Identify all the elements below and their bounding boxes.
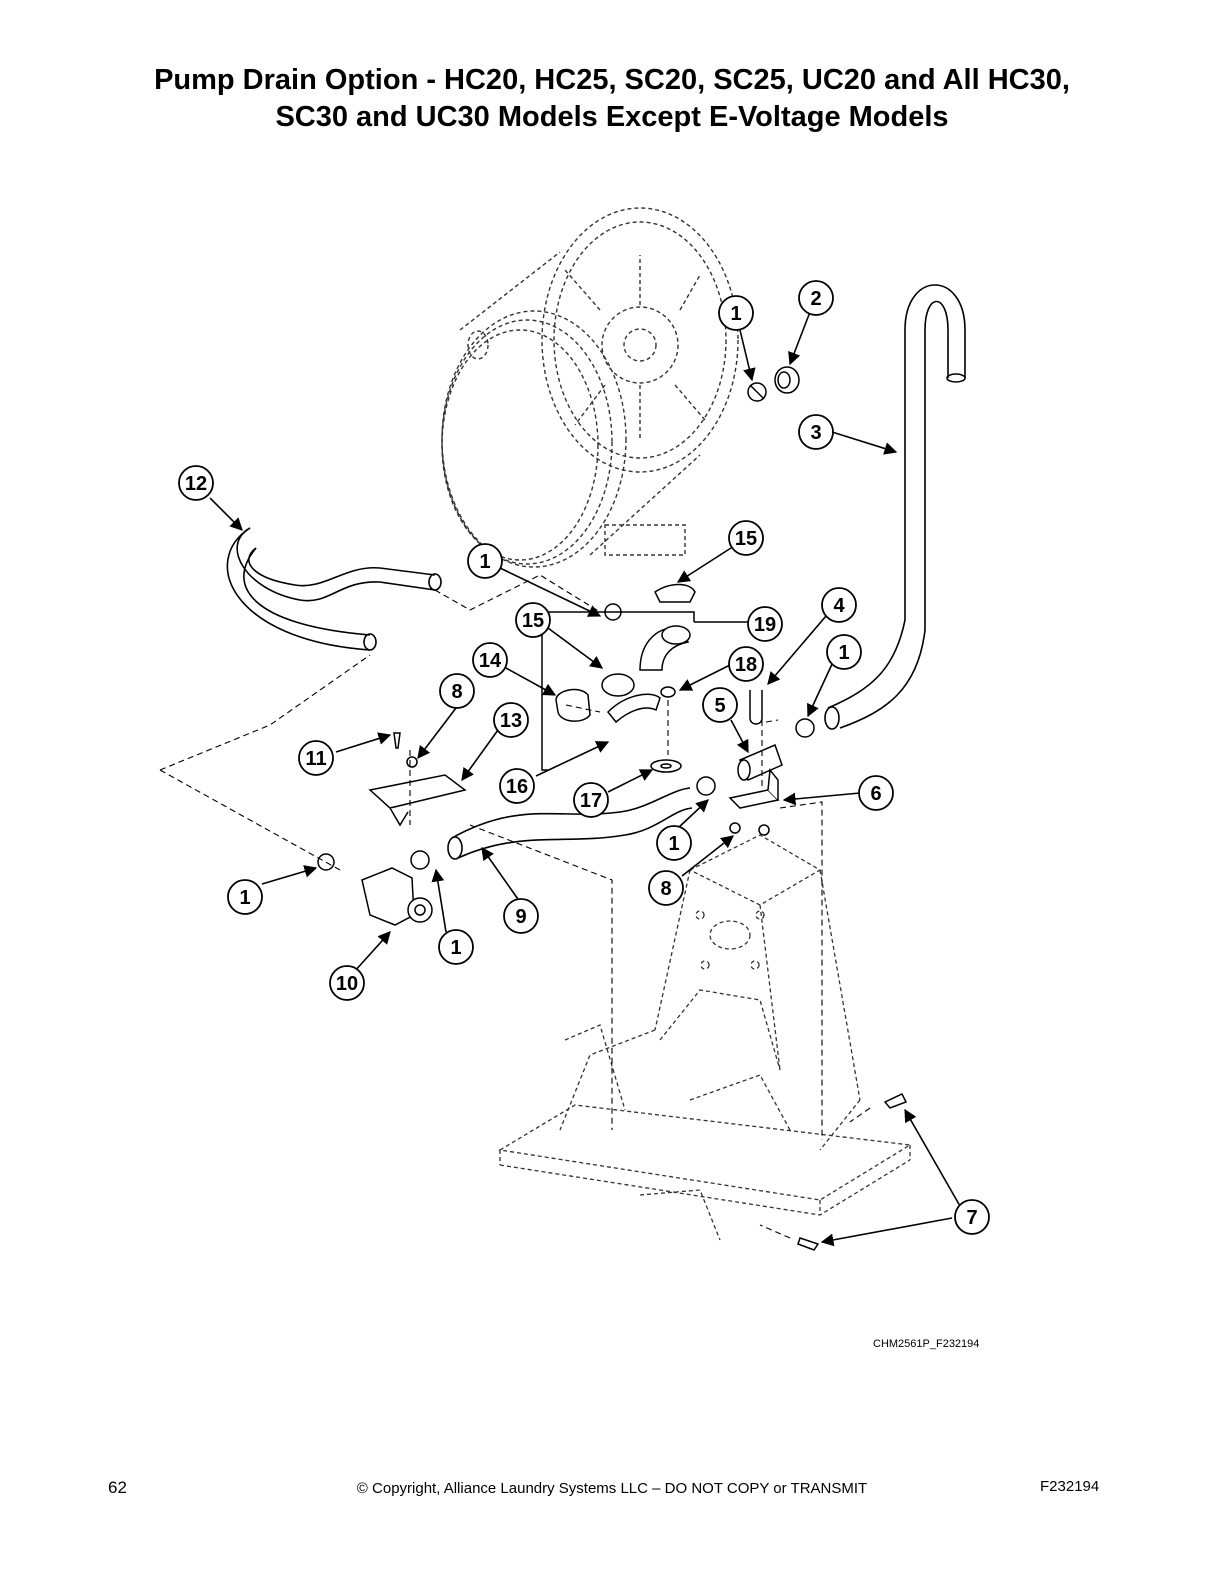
- svg-text:2: 2: [810, 288, 821, 310]
- clamp-part-15: [601, 673, 635, 697]
- callout-19: 19: [747, 606, 783, 642]
- callout-10: 10: [329, 965, 365, 1001]
- elbow-part-19: [639, 625, 691, 671]
- pump-part-10: [361, 867, 433, 926]
- svg-text:18: 18: [735, 654, 757, 676]
- callout-1: 1: [656, 825, 692, 861]
- callout-8: 8: [648, 870, 684, 906]
- svg-text:10: 10: [336, 973, 358, 995]
- callout-14: 14: [472, 642, 508, 678]
- callout-1: 1: [438, 929, 474, 965]
- callout-1: 1: [826, 634, 862, 670]
- title-line-1: Pump Drain Option - HC20, HC25, SC20, SC…: [154, 64, 1070, 96]
- bracket-part-13: [368, 774, 467, 827]
- callout-6: 6: [858, 775, 894, 811]
- svg-text:15: 15: [522, 610, 544, 632]
- svg-text:1: 1: [239, 887, 250, 909]
- svg-text:4: 4: [833, 595, 845, 617]
- callout-bubbles: 1 2 3 12 15 1 19 4 15 1 14 18 8 13 5 11 …: [178, 280, 990, 1235]
- ubolt-part-4: [749, 690, 763, 725]
- svg-text:7: 7: [966, 1207, 977, 1229]
- bracket-part-6: [728, 768, 780, 809]
- footer-page-number: 62: [108, 1478, 127, 1497]
- svg-text:1: 1: [838, 642, 849, 664]
- svg-text:1: 1: [730, 303, 741, 325]
- hose-12: [226, 527, 442, 651]
- callout-17: 17: [573, 782, 609, 818]
- svg-text:19: 19: [754, 614, 776, 636]
- svg-text:5: 5: [714, 695, 725, 717]
- callout-3: 3: [798, 414, 834, 450]
- svg-text:13: 13: [500, 710, 522, 732]
- svg-text:8: 8: [451, 681, 462, 703]
- svg-text:15: 15: [735, 528, 757, 550]
- svg-text:9: 9: [515, 906, 526, 928]
- grommet-part-18: [660, 686, 676, 698]
- screw-part-7-b: [797, 1237, 820, 1251]
- svg-text:17: 17: [580, 790, 602, 812]
- svg-text:3: 3: [810, 422, 821, 444]
- clamp-part-15-top: [654, 583, 696, 603]
- callout-1: 1: [467, 543, 503, 579]
- screw-part-11: [393, 732, 401, 749]
- tube-part-16: [606, 693, 661, 724]
- callout-12: 12: [178, 465, 214, 501]
- callout-9: 9: [503, 898, 539, 934]
- coupling-part-5: [737, 743, 783, 781]
- callout-13: 13: [493, 702, 529, 738]
- callout-2: 2: [798, 280, 834, 316]
- callout-16: 16: [499, 768, 535, 804]
- callout-1: 1: [227, 879, 263, 915]
- figure-id: CHM2561P_F232194: [873, 1338, 980, 1350]
- parts: [317, 366, 908, 1251]
- svg-text:1: 1: [450, 937, 461, 959]
- hose-3: [824, 284, 966, 730]
- clamp-part-1-mid: [696, 776, 716, 796]
- callout-1: 1: [718, 295, 754, 331]
- screw-part-7-a: [883, 1093, 908, 1109]
- title-line-2: SC30 and UC30 Models Except E-Voltage Mo…: [275, 101, 949, 133]
- svg-text:11: 11: [305, 748, 326, 770]
- clamp-part-1-right: [795, 718, 815, 738]
- clamp-part-1-pump-a: [317, 853, 335, 871]
- base-frame: [498, 834, 912, 1241]
- callout-15: 15: [515, 602, 551, 638]
- cap-part-14: [555, 688, 591, 722]
- callout-5: 5: [702, 687, 738, 723]
- clamp-part: [747, 382, 767, 402]
- footer-doc-code: F232194: [1040, 1478, 1100, 1495]
- callout-8: 8: [439, 673, 475, 709]
- leader-lines: [209, 311, 961, 1247]
- callout-15: 15: [728, 520, 764, 556]
- callout-11: 11: [298, 740, 334, 776]
- callout-7: 7: [954, 1199, 990, 1235]
- hose-9: [447, 787, 693, 860]
- drum-tub: [441, 207, 739, 568]
- page-title: Pump Drain Option - HC20, HC25, SC20, SC…: [0, 62, 1224, 136]
- svg-text:1: 1: [479, 551, 490, 573]
- assembly-guide-lines: [159, 574, 871, 1239]
- svg-text:14: 14: [479, 650, 502, 672]
- nut-part-8: [406, 756, 418, 768]
- callout-18: 18: [728, 646, 764, 682]
- svg-text:8: 8: [660, 878, 671, 900]
- callout-4: 4: [821, 587, 857, 623]
- nut-part-8-b: [729, 822, 770, 836]
- footer-copyright: © Copyright, Alliance Laundry Systems LL…: [356, 1480, 868, 1497]
- svg-text:12: 12: [185, 473, 207, 495]
- svg-text:16: 16: [506, 776, 528, 798]
- svg-text:1: 1: [668, 833, 679, 855]
- plug-part-2: [774, 366, 800, 394]
- washer-part-17: [650, 759, 682, 773]
- svg-text:6: 6: [870, 783, 881, 805]
- clamp-part-1-pump-b: [410, 850, 430, 870]
